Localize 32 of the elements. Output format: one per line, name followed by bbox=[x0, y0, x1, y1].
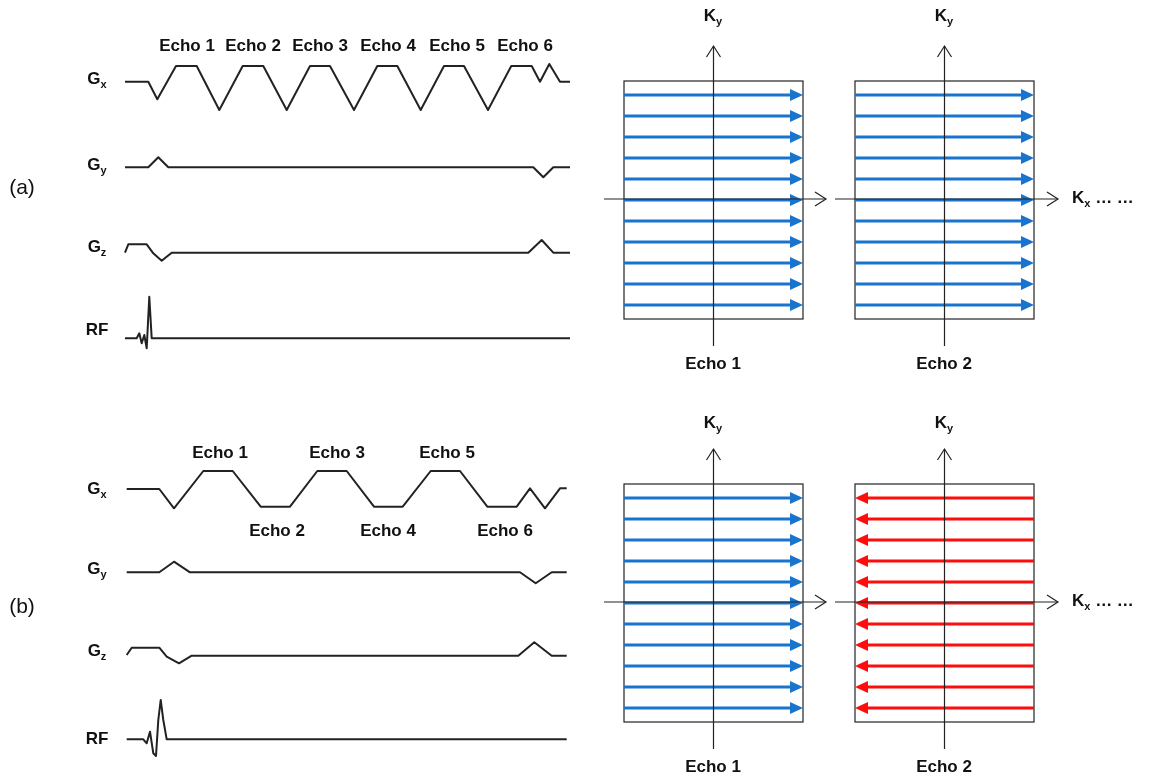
signal-label: G$_{z}$ bbox=[87, 237, 107, 259]
axis-label: K$_{y}$ bbox=[703, 6, 723, 28]
echo-label: Echo 4 bbox=[360, 521, 416, 539]
echo-label: Echo 5 bbox=[429, 36, 485, 54]
echo-label: Echo 6 bbox=[477, 521, 533, 539]
signal-label: G$_{x}$ bbox=[87, 479, 107, 501]
signal-label: G$_{y}$ bbox=[87, 155, 107, 177]
echo-label: Echo 1 bbox=[192, 443, 248, 461]
echo-label: Echo 3 bbox=[292, 36, 348, 54]
echo-label: Echo 2 bbox=[225, 36, 281, 54]
echo-label: Echo 1 bbox=[159, 36, 215, 54]
signal-label: G$_{z}$ bbox=[87, 641, 107, 663]
echo-caption: Echo 2 bbox=[916, 354, 972, 372]
panel-label: (b) bbox=[9, 594, 35, 616]
signal-label: G$_{x}$ bbox=[87, 69, 107, 91]
axis-label: K$_{x}$ … … bbox=[1072, 188, 1134, 210]
echo-label: Echo 5 bbox=[419, 443, 475, 461]
signal-label: RF bbox=[85, 729, 109, 747]
echo-label: Echo 6 bbox=[497, 36, 553, 54]
axis-label: K$_{x}$ … … bbox=[1072, 591, 1134, 613]
panel-label: (a) bbox=[9, 175, 35, 197]
signal-label: G$_{y}$ bbox=[87, 559, 107, 581]
echo-label: Echo 3 bbox=[309, 443, 365, 461]
echo-caption: Echo 1 bbox=[685, 354, 741, 372]
axis-label: K$_{y}$ bbox=[934, 6, 954, 28]
echo-caption: Echo 2 bbox=[916, 757, 972, 775]
echo-label: Echo 2 bbox=[249, 521, 305, 539]
echo-caption: Echo 1 bbox=[685, 757, 741, 775]
axis-label: K$_{y}$ bbox=[934, 413, 954, 435]
signal-label: RF bbox=[85, 320, 109, 338]
axis-label: K$_{y}$ bbox=[703, 413, 723, 435]
echo-label: Echo 4 bbox=[360, 36, 416, 54]
